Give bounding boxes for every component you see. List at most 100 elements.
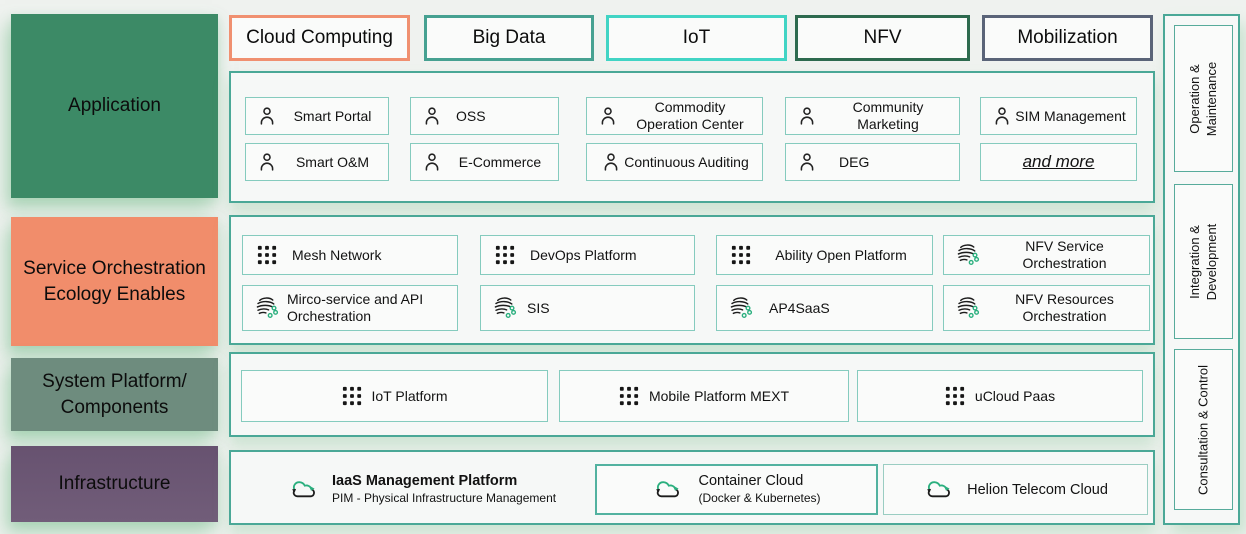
inf-item-helion-telecom-cloud: Helion Telecom Cloud bbox=[883, 464, 1148, 515]
rail-label: Integration & Development bbox=[1186, 223, 1219, 300]
application-section: Smart Portal OSS Commodity Operation Cen… bbox=[229, 71, 1155, 203]
item-label: Mesh Network bbox=[292, 246, 382, 263]
item-label: Smart O&M bbox=[295, 153, 370, 170]
item-label: uCloud Paas bbox=[974, 387, 1056, 404]
sys-item-mobile-platform-mext: Mobile Platform MEXT bbox=[559, 370, 849, 422]
infrastructure-label: Infrastructure bbox=[58, 473, 171, 495]
category-iot: IoT bbox=[606, 15, 787, 61]
person-icon bbox=[256, 151, 278, 173]
inf-title: Helion Telecom Cloud bbox=[967, 481, 1108, 498]
app-item-oss: OSS bbox=[410, 97, 559, 135]
item-label: Ability Open Platform bbox=[775, 246, 907, 263]
cloud-sync-icon bbox=[652, 477, 684, 503]
category-label: IoT bbox=[682, 27, 711, 48]
inf-text: IaaS Management Platform PIM - Physical … bbox=[332, 473, 556, 505]
person-icon bbox=[597, 105, 619, 127]
swirl-icon bbox=[727, 295, 754, 322]
rail-consultation-control: Consultation & Control bbox=[1174, 349, 1233, 510]
item-label: SIM Management bbox=[1015, 107, 1126, 124]
rail-operation-maintenance: Operation & Maintenance bbox=[1174, 25, 1233, 172]
grid-icon bbox=[731, 245, 751, 265]
item-label: NFV Resources Orchestration bbox=[1015, 291, 1114, 324]
item-label: Mirco-service and API Orchestration bbox=[287, 291, 424, 324]
person-icon bbox=[256, 105, 278, 127]
category-mobilization: Mobilization bbox=[982, 15, 1153, 61]
inf-title: Container Cloud bbox=[698, 473, 804, 490]
category-nfv: NFV bbox=[795, 15, 970, 61]
grid-icon bbox=[495, 245, 515, 265]
app-item-continuous-auditing: Continuous Auditing bbox=[586, 143, 763, 181]
svc-item-sis: SIS bbox=[480, 285, 695, 331]
person-icon bbox=[796, 105, 818, 127]
app-item-and-more: and more bbox=[980, 143, 1137, 181]
item-label: Commodity Operation Center bbox=[636, 99, 744, 132]
svc-item-ability-open-platform: Ability Open Platform bbox=[716, 235, 933, 275]
inf-subtitle: PIM - Physical Infrastructure Management bbox=[332, 491, 557, 506]
person-icon bbox=[991, 105, 1013, 127]
left-label-infrastructure: Infrastructure bbox=[11, 446, 218, 522]
inf-item-iaas-management-platform: IaaS Management Platform PIM - Physical … bbox=[277, 464, 597, 515]
item-label: Continuous Auditing bbox=[624, 153, 749, 170]
right-rail: Operation & Maintenance Integration & De… bbox=[1163, 14, 1240, 525]
person-icon bbox=[421, 151, 443, 173]
item-label: DEG bbox=[839, 153, 870, 170]
app-item-smart-om: Smart O&M bbox=[245, 143, 389, 181]
inf-title: IaaS Management Platform bbox=[332, 473, 518, 490]
category-label: NFV bbox=[863, 27, 902, 48]
service-orchestration-section: Mesh Network DevOps Platform Ability Ope… bbox=[229, 215, 1155, 345]
item-label: NFV Service Orchestration bbox=[1022, 238, 1107, 271]
item-label: DevOps Platform bbox=[530, 246, 637, 263]
category-big-data: Big Data bbox=[424, 15, 594, 61]
inf-subtitle: (Docker & Kubernetes) bbox=[698, 491, 821, 506]
rail-integration-development: Integration & Development bbox=[1174, 184, 1233, 339]
swirl-icon bbox=[954, 295, 981, 322]
category-label: Cloud Computing bbox=[246, 27, 393, 48]
app-item-e-commerce: E-Commerce bbox=[410, 143, 559, 181]
cloud-sync-icon bbox=[923, 477, 955, 503]
person-icon bbox=[600, 151, 622, 173]
grid-icon bbox=[257, 245, 277, 265]
inf-text: Container Cloud (Docker & Kubernetes) bbox=[698, 473, 820, 505]
item-label: SIS bbox=[527, 299, 550, 316]
swirl-icon bbox=[253, 295, 280, 322]
application-label: Application bbox=[68, 95, 161, 117]
inf-item-container-cloud: Container Cloud (Docker & Kubernetes) bbox=[595, 464, 878, 515]
item-label: Community Marketing bbox=[852, 99, 924, 132]
system-label: System Platform/ Components bbox=[42, 371, 187, 418]
cloud-sync-icon bbox=[288, 477, 320, 503]
rail-label: Consultation & Control bbox=[1195, 364, 1211, 495]
left-label-system: System Platform/ Components bbox=[11, 358, 218, 431]
service-label: Service Orchestration Ecology Enables bbox=[23, 258, 206, 305]
svc-item-nfv-resources-orchestration: NFV Resources Orchestration bbox=[943, 285, 1150, 331]
app-item-deg: DEG bbox=[785, 143, 960, 181]
app-item-community-marketing: Community Marketing bbox=[785, 97, 960, 135]
item-label: Mobile Platform MEXT bbox=[648, 387, 790, 404]
left-label-application: Application bbox=[11, 14, 218, 198]
system-platform-section: IoT Platform Mobile Platform MEXT uCloud… bbox=[229, 352, 1155, 437]
item-label: E-Commerce bbox=[458, 153, 542, 170]
svc-item-ap4saas: AP4SaaS bbox=[716, 285, 933, 331]
svc-item-devops-platform: DevOps Platform bbox=[480, 235, 695, 275]
item-label: IoT Platform bbox=[371, 387, 448, 404]
person-icon bbox=[421, 105, 443, 127]
grid-icon bbox=[945, 386, 965, 406]
rail-label: Operation & Maintenance bbox=[1186, 61, 1219, 136]
person-icon bbox=[796, 151, 818, 173]
category-label: Mobilization bbox=[1017, 27, 1118, 48]
svc-item-nfv-service-orchestration: NFV Service Orchestration bbox=[943, 235, 1150, 275]
item-label: OSS bbox=[456, 107, 486, 124]
swirl-icon bbox=[491, 295, 518, 322]
item-label: AP4SaaS bbox=[769, 299, 830, 316]
category-cloud-computing: Cloud Computing bbox=[229, 15, 410, 61]
and-more-label: and more bbox=[1022, 151, 1095, 171]
left-label-service: Service Orchestration Ecology Enables bbox=[11, 217, 218, 346]
category-label: Big Data bbox=[472, 27, 546, 48]
app-item-sim-management: SIM Management bbox=[980, 97, 1137, 135]
sys-item-ucloud-paas: uCloud Paas bbox=[857, 370, 1143, 422]
item-label: Smart Portal bbox=[293, 107, 372, 124]
swirl-icon bbox=[954, 242, 981, 269]
app-item-commodity-operation-center: Commodity Operation Center bbox=[586, 97, 763, 135]
grid-icon bbox=[619, 386, 639, 406]
svc-item-mesh-network: Mesh Network bbox=[242, 235, 458, 275]
